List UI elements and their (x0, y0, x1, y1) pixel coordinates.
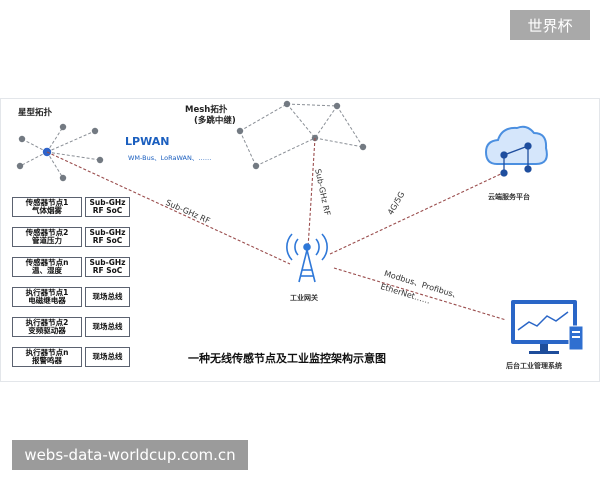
cloud-icon (484, 125, 548, 177)
gateway-antenna-icon (286, 233, 328, 283)
mesh-topology-sublabel: (多跳中继) (194, 116, 236, 126)
star-topology-graph (19, 126, 101, 179)
mesh-topology-nodes (236, 100, 367, 170)
link-mesh-to-gateway (307, 137, 316, 249)
mesh-topology-label: Mesh拓扑 (185, 105, 228, 115)
gateway-label: 工业网关 (290, 294, 318, 302)
backend-system-label: 后台工业管理系统 (506, 362, 562, 370)
diagram-caption: 一种无线传感节点及工业监控架构示意图 (188, 352, 386, 365)
node-type-cell: 现场总线 (85, 347, 130, 367)
monitor-icon (511, 300, 584, 354)
star-topology-nodes (16, 123, 104, 182)
lpwan-label: LPWAN (125, 135, 170, 148)
lpwan-sublabel: WM-Bus、LoRaWAN、…… (128, 154, 212, 162)
node-type-cell: 现场总线 (85, 317, 130, 337)
mesh-topology-graph (239, 103, 364, 167)
link-star-to-gateway (46, 151, 291, 265)
star-topology-label: 星型拓扑 (18, 108, 53, 118)
cloud-platform-label: 云端服务平台 (488, 193, 530, 201)
link-gateway-to-cloud (329, 171, 506, 255)
node-type-cell: 现场总线 (85, 287, 130, 307)
watermark-url: webs-data-worldcup.com.cn (12, 440, 248, 470)
watermark-badge: 世界杯 (510, 10, 590, 40)
